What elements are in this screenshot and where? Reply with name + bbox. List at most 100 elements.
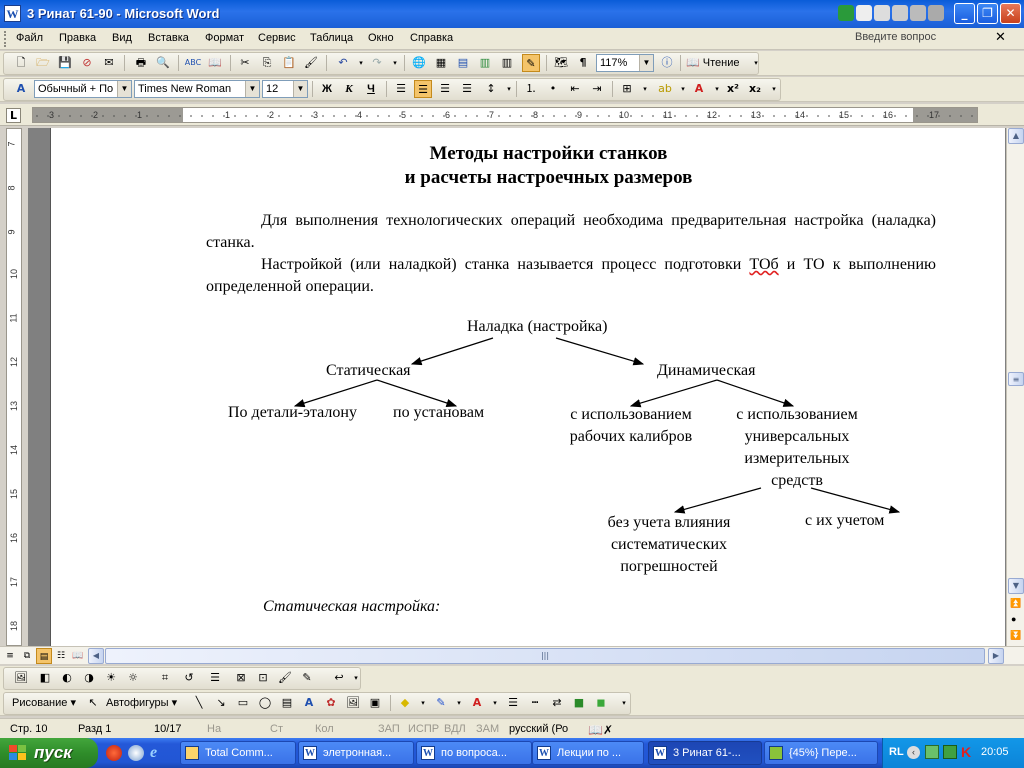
quicklaunch-opera-icon[interactable] <box>106 745 122 761</box>
redo-dropdown-icon[interactable]: ▾ <box>393 59 397 67</box>
picture-toolbar-options-icon[interactable]: ▾ <box>354 674 358 682</box>
horizontal-scrollbar[interactable]: ≡ ⧉ ▤ ☷ 📖 ◀ ||| ▶ <box>0 646 1024 664</box>
quicklaunch-media-icon[interactable] <box>128 745 144 761</box>
clipart-icon[interactable]: 🖼 <box>346 696 360 709</box>
scroll-down-arrow-icon[interactable]: ▼ <box>1008 578 1024 594</box>
print-layout-icon[interactable]: ▤ <box>36 648 52 664</box>
drawing-toolbar-options-icon[interactable]: ▾ <box>622 699 626 707</box>
shadow-style-icon[interactable]: ■ <box>573 696 585 709</box>
outline-view-icon[interactable]: ☷ <box>56 651 66 661</box>
paste-icon[interactable]: 📋 <box>282 56 296 69</box>
title-tool-icon-5[interactable] <box>928 5 944 21</box>
copy-icon[interactable]: ⎘ <box>262 56 272 69</box>
reading-layout-button[interactable]: 📖 Чтение <box>686 54 756 72</box>
menu-edit[interactable]: Правка <box>59 32 97 44</box>
styles-pane-icon[interactable]: A <box>16 82 26 95</box>
more-contrast-icon[interactable]: ◐ <box>62 671 72 684</box>
more-brightness-icon[interactable]: ☀ <box>106 671 116 684</box>
document-page[interactable]: Методы настройки станков и расчеты настр… <box>50 128 1005 646</box>
highlight-icon[interactable]: ab <box>658 82 672 95</box>
tray-expand-icon[interactable]: ‹ <box>907 746 920 759</box>
dash-style-icon[interactable]: ┅ <box>531 696 539 709</box>
text-wrap-icon[interactable]: ⊡ <box>258 671 268 684</box>
arrow-tool-icon[interactable]: ↘ <box>216 696 226 709</box>
email-icon[interactable]: ✉ <box>104 56 114 69</box>
menu-grip[interactable] <box>4 31 7 47</box>
font-size-select[interactable]: 12▼ <box>262 80 308 98</box>
vertical-scrollbar[interactable]: ▲ ≡ ▼ ⏫ ● ⏬ <box>1006 128 1024 646</box>
permission-icon[interactable]: ⊘ <box>82 56 92 69</box>
word-app-icon[interactable]: W <box>4 5 21 22</box>
spelling-status-icon[interactable]: 📖✗ <box>588 723 613 737</box>
font-color-dropdown-icon[interactable]: ▾ <box>715 85 719 93</box>
columns-icon[interactable]: ▥ <box>501 56 513 69</box>
bold-button[interactable]: Ж <box>322 83 332 95</box>
scroll-left-arrow-icon[interactable]: ◀ <box>88 648 104 664</box>
title-tool-icon-1[interactable] <box>856 5 872 21</box>
fill-color-dropdown-icon[interactable]: ▾ <box>421 699 425 707</box>
title-tool-icon-3[interactable] <box>892 5 908 21</box>
menu-insert[interactable]: Вставка <box>148 32 189 44</box>
draw-font-color-dropdown-icon[interactable]: ▾ <box>493 699 497 707</box>
maximize-button[interactable]: ❐ <box>977 3 998 24</box>
task-download[interactable]: {45%} Пере... <box>764 741 878 765</box>
italic-button[interactable]: К <box>345 83 353 95</box>
hyperlink-icon[interactable]: 🌐 <box>412 56 426 69</box>
horizontal-ruler[interactable]: 3 2 1 1 2 3 4 5 6 7 8 9 10 11 12 13 14 1… <box>32 107 978 123</box>
format-painter-icon[interactable]: 🖌 <box>304 56 318 69</box>
wordart-icon[interactable]: A <box>304 696 314 709</box>
doc-close-icon[interactable]: ✕ <box>995 30 1006 45</box>
rotate-icon[interactable]: ↺ <box>184 671 194 684</box>
3d-style-icon[interactable]: ◼ <box>596 696 606 709</box>
menu-tools[interactable]: Сервис <box>258 32 296 44</box>
network-icon-2[interactable] <box>943 745 957 759</box>
new-document-icon[interactable]: 🗋 <box>16 56 26 69</box>
title-tool-icon-2[interactable] <box>874 5 890 21</box>
font-dropdown-icon[interactable]: ▼ <box>245 81 259 97</box>
prev-page-icon[interactable]: ⏫ <box>1010 598 1022 608</box>
drawing-menu-button[interactable]: Рисование ▾ <box>12 697 76 709</box>
reading-view-icon[interactable]: 📖 <box>72 651 84 661</box>
oval-tool-icon[interactable]: ◯ <box>258 696 272 709</box>
line-color-icon[interactable]: ✎ <box>436 696 446 709</box>
font-size-dropdown-icon[interactable]: ▼ <box>293 81 307 97</box>
text-box-icon[interactable]: ▤ <box>281 696 293 709</box>
print-preview-icon[interactable]: 🔍 <box>156 56 170 69</box>
font-select[interactable]: Times New Roman▼ <box>134 80 260 98</box>
crop-icon[interactable]: ⌗ <box>161 671 169 684</box>
arrow-style-icon[interactable]: ⇄ <box>552 696 562 709</box>
status-record[interactable]: ЗАП <box>378 723 400 735</box>
align-right-icon[interactable]: ☰ <box>440 82 450 95</box>
line-spacing-icon[interactable]: ↕ <box>486 82 496 95</box>
scroll-right-arrow-icon[interactable]: ▶ <box>988 648 1004 664</box>
spelling-error-word[interactable]: ТОб <box>749 256 779 273</box>
help-question-input[interactable]: Введите вопрос <box>855 31 937 43</box>
insert-excel-icon[interactable]: ▥ <box>479 56 491 69</box>
title-tool-icon-4[interactable] <box>910 5 926 21</box>
print-icon[interactable]: 🖶 <box>135 56 147 69</box>
help-icon[interactable]: ⓘ <box>661 56 673 69</box>
toolbar-options-icon[interactable]: ▾ <box>754 59 758 67</box>
minimize-button[interactable]: _ <box>954 3 975 24</box>
status-language[interactable]: русский (Ро <box>509 723 569 735</box>
justify-icon[interactable]: ☰ <box>462 82 472 95</box>
horizontal-scroll-thumb[interactable]: ||| <box>105 648 985 664</box>
document-map-icon[interactable]: 🗺 <box>554 56 568 69</box>
close-button[interactable]: ✕ <box>1000 3 1021 24</box>
title-bar[interactable]: W 3 Ринат 61-90 - Microsoft Word _ ❐ ✕ <box>0 0 1024 28</box>
select-objects-icon[interactable]: ↖ <box>88 696 98 709</box>
kaspersky-icon[interactable]: K <box>961 744 972 760</box>
save-icon[interactable]: 💾 <box>58 56 72 69</box>
format-picture-icon[interactable]: 🖌 <box>278 671 292 684</box>
network-icon[interactable] <box>925 745 939 759</box>
less-contrast-icon[interactable]: ◑ <box>84 671 94 684</box>
tab-stop-selector[interactable]: L <box>6 108 21 123</box>
body-text[interactable]: Для выполнения технологических операций … <box>206 210 936 298</box>
bullets-icon[interactable]: • <box>549 82 557 95</box>
web-view-icon[interactable]: ⧉ <box>23 651 31 661</box>
font-color-icon[interactable]: A <box>694 82 704 95</box>
research-icon[interactable]: 📖 <box>208 56 222 69</box>
